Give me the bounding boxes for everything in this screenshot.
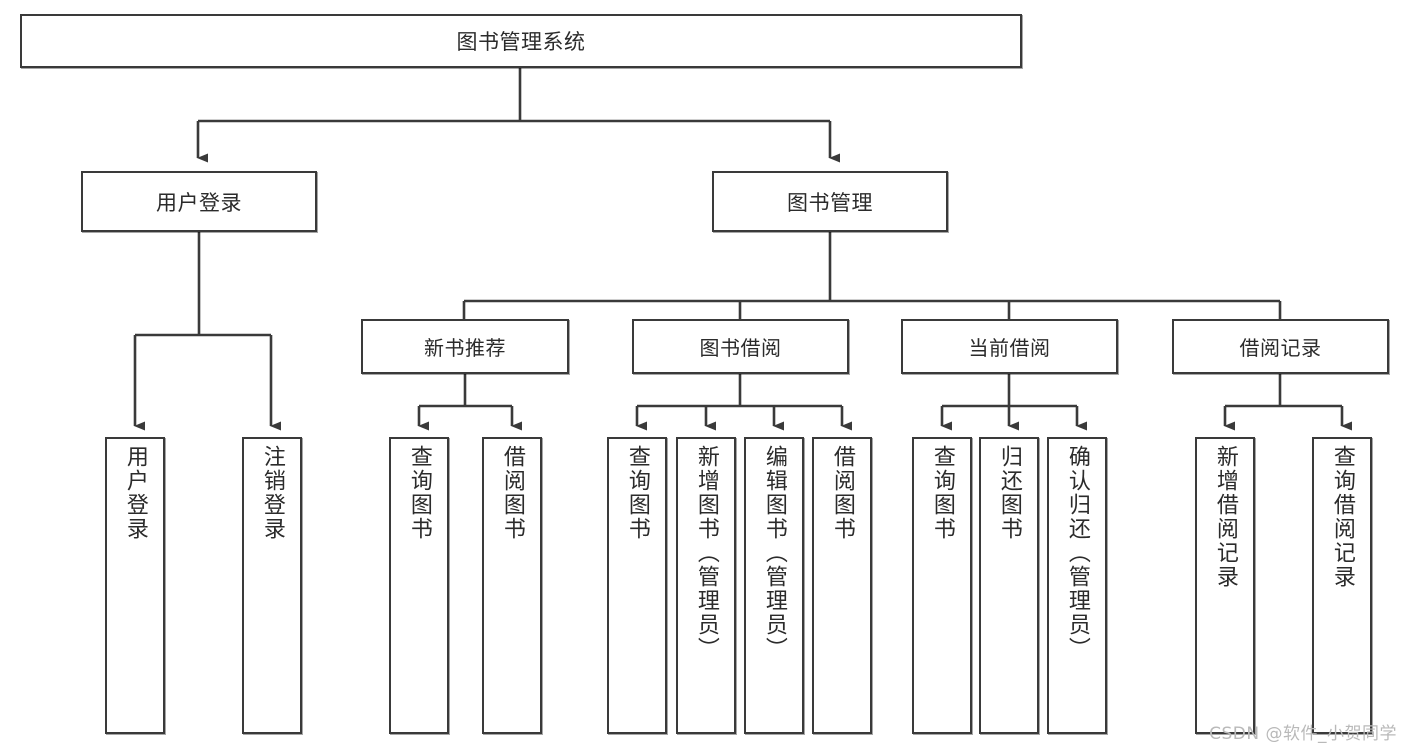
node-leaf-edit-book-admin-label: 编辑图书（管理员） [761, 445, 787, 661]
node-borrow-record[interactable]: 借阅记录 [1172, 319, 1389, 374]
node-root-label: 图书管理系统 [456, 30, 586, 54]
node-leaf-logout-label: 注销登录 [259, 445, 285, 541]
node-leaf-query-book-current[interactable]: 查询图书 [912, 437, 972, 734]
node-leaf-query-book-recommend-label: 查询图书 [406, 445, 432, 541]
node-leaf-add-book-admin[interactable]: 新增图书（管理员） [676, 437, 736, 734]
node-leaf-add-borrow-record[interactable]: 新增借阅记录 [1195, 437, 1255, 734]
node-leaf-user-login-label: 用户登录 [122, 445, 148, 541]
csdn-watermark: CSDN @软件_小贺同学 [1209, 724, 1397, 744]
node-leaf-lend-book-label: 借阅图书 [829, 445, 855, 541]
node-book-borrow-label: 图书借阅 [699, 336, 782, 360]
node-borrow-record-label: 借阅记录 [1239, 336, 1322, 360]
node-leaf-query-borrow-record-label: 查询借阅记录 [1329, 445, 1355, 589]
node-leaf-user-login[interactable]: 用户登录 [105, 437, 165, 734]
node-leaf-edit-book-admin[interactable]: 编辑图书（管理员） [744, 437, 804, 734]
node-book-management-label: 图书管理 [787, 190, 873, 215]
node-leaf-add-borrow-record-label: 新增借阅记录 [1212, 445, 1238, 589]
node-leaf-return-book-label: 归还图书 [996, 445, 1022, 541]
node-leaf-borrow-book-recommend-label: 借阅图书 [499, 445, 525, 541]
node-leaf-confirm-return-admin[interactable]: 确认归还（管理员） [1047, 437, 1107, 734]
node-leaf-add-book-admin-label: 新增图书（管理员） [693, 445, 719, 661]
node-leaf-query-book-recommend[interactable]: 查询图书 [389, 437, 449, 734]
node-current-borrow[interactable]: 当前借阅 [901, 319, 1118, 374]
node-leaf-confirm-return-admin-label: 确认归还（管理员） [1064, 445, 1090, 661]
node-new-book-recommend[interactable]: 新书推荐 [361, 319, 569, 374]
node-leaf-query-book-borrow-label: 查询图书 [624, 445, 650, 541]
node-leaf-return-book[interactable]: 归还图书 [979, 437, 1039, 734]
node-new-book-recommend-label: 新书推荐 [424, 336, 506, 360]
node-leaf-lend-book[interactable]: 借阅图书 [812, 437, 872, 734]
node-leaf-logout[interactable]: 注销登录 [242, 437, 302, 734]
node-leaf-query-book-borrow[interactable]: 查询图书 [607, 437, 667, 734]
node-user-login[interactable]: 用户登录 [81, 171, 317, 232]
node-root-book-management-system[interactable]: 图书管理系统 [20, 14, 1022, 68]
node-current-borrow-label: 当前借阅 [968, 336, 1051, 360]
node-leaf-query-borrow-record[interactable]: 查询借阅记录 [1312, 437, 1372, 734]
node-user-login-label: 用户登录 [156, 190, 242, 215]
node-leaf-borrow-book-recommend[interactable]: 借阅图书 [482, 437, 542, 734]
node-leaf-query-book-current-label: 查询图书 [929, 445, 955, 541]
node-book-borrow[interactable]: 图书借阅 [632, 319, 849, 374]
node-book-management[interactable]: 图书管理 [712, 171, 948, 232]
